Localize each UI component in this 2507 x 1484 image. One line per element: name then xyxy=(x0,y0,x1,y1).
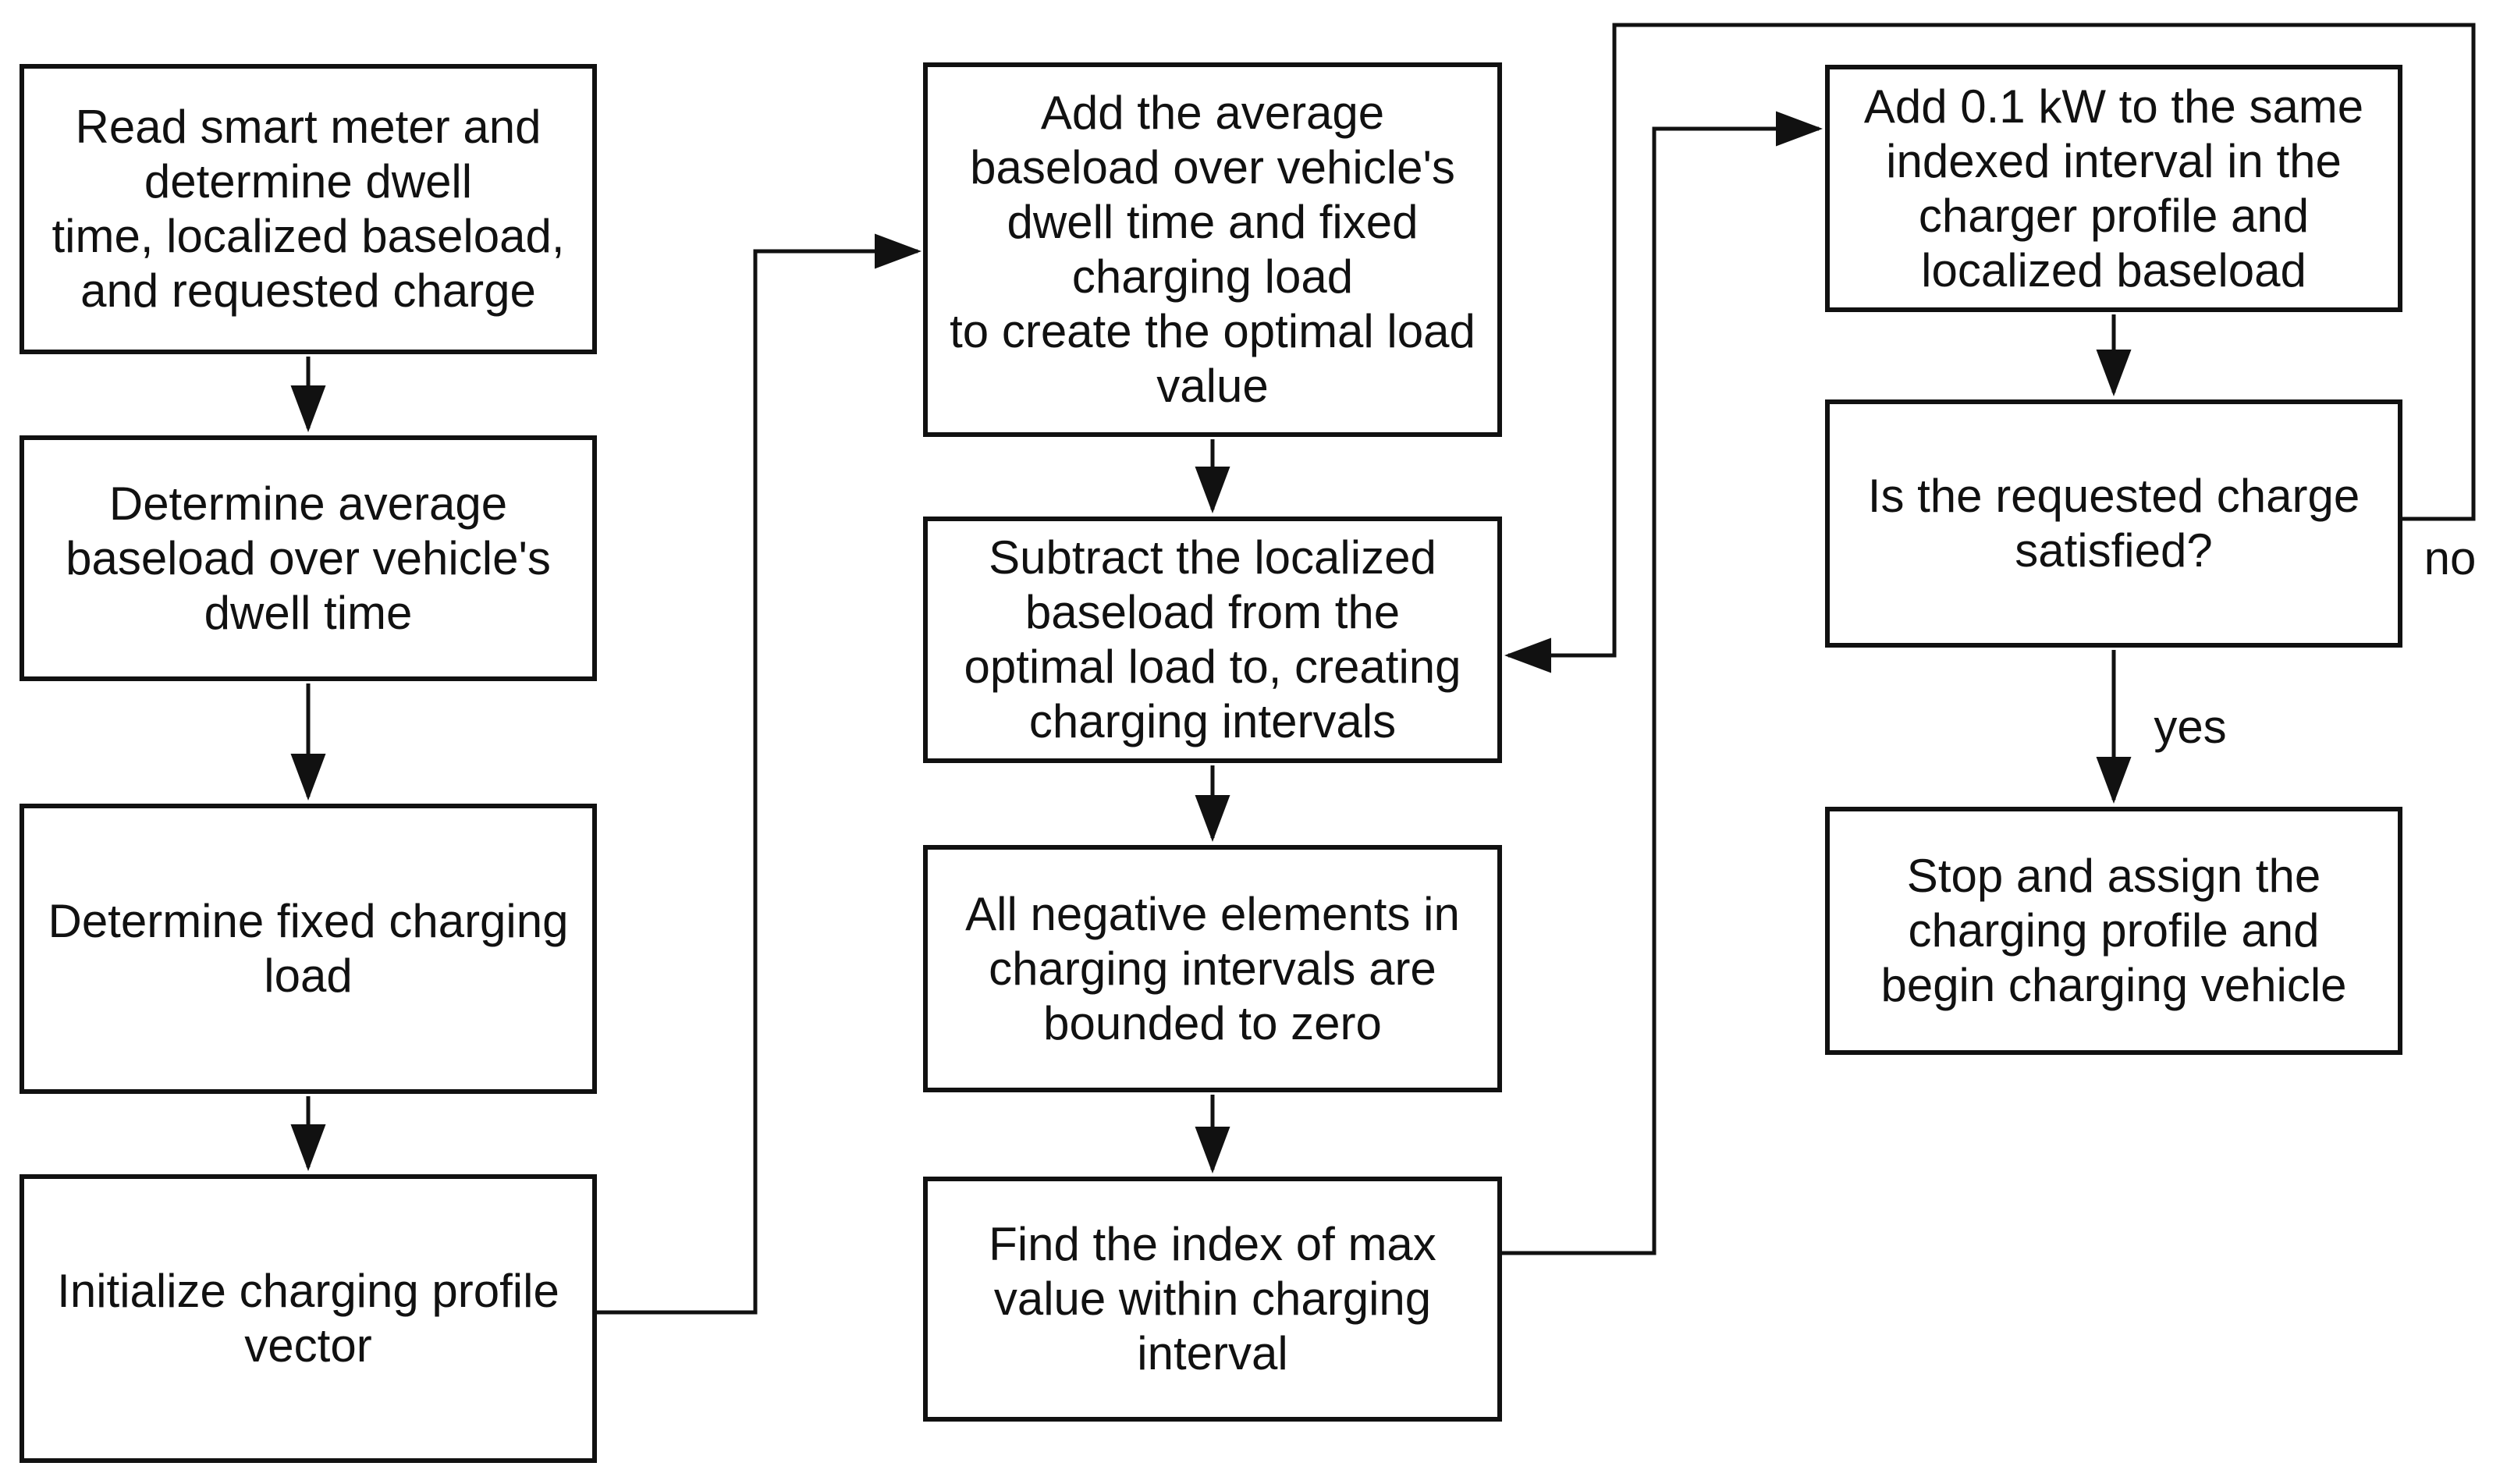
flow-box-add-average-baseload-text: Add the average baseload over vehicle's … xyxy=(950,87,1475,412)
flow-box-fixed-charging-load-text: Determine fixed charging load xyxy=(48,895,569,1002)
flow-box-bound-negative-elements-text: All negative elements in charging interv… xyxy=(965,887,1460,1049)
arrow-satisfied-no-loop xyxy=(1504,23,2476,673)
flow-box-init-charging-profile-text: Initialize charging profile vector xyxy=(57,1265,559,1372)
flow-box-stop-and-assign: Stop and assign the charging profile and… xyxy=(1825,807,2402,1055)
flow-box-bound-negative-elements: All negative elements in charging interv… xyxy=(923,845,1502,1092)
flow-box-read-smart-meter: Read smart meter and determine dwell tim… xyxy=(20,64,597,354)
flow-box-requested-charge-satisfied-text: Is the requested charge satisfied? xyxy=(1867,470,2360,577)
flow-box-subtract-localized-baseload-text: Subtract the localized baseload from the… xyxy=(964,531,1461,747)
arrow-init-to-add-average xyxy=(597,233,921,1315)
flow-box-stop-and-assign-text: Stop and assign the charging profile and… xyxy=(1880,850,2347,1011)
flow-box-requested-charge-satisfied: Is the requested charge satisfied? xyxy=(1825,399,2402,648)
flow-box-read-smart-meter-text: Read smart meter and determine dwell tim… xyxy=(51,101,565,317)
flow-box-average-baseload: Determine average baseload over vehicle'… xyxy=(20,435,597,681)
flow-box-find-max-index: Find the index of max value within charg… xyxy=(923,1177,1502,1422)
flow-box-average-baseload-text: Determine average baseload over vehicle'… xyxy=(66,477,551,639)
flow-box-fixed-charging-load: Determine fixed charging load xyxy=(20,804,597,1094)
flow-box-add-0-1-kw: Add 0.1 kW to the same indexed interval … xyxy=(1825,65,2402,312)
edge-label-no: no xyxy=(2424,532,2477,584)
flow-box-find-max-index-text: Find the index of max value within charg… xyxy=(989,1218,1436,1379)
flow-box-add-average-baseload: Add the average baseload over vehicle's … xyxy=(923,62,1502,437)
flow-box-add-0-1-kw-text: Add 0.1 kW to the same indexed interval … xyxy=(1863,80,2364,296)
edge-label-yes: yes xyxy=(2154,701,2227,753)
flow-box-init-charging-profile: Initialize charging profile vector xyxy=(20,1174,597,1463)
flow-box-subtract-localized-baseload: Subtract the localized baseload from the… xyxy=(923,517,1502,763)
arrow-findmax-to-add01 xyxy=(1502,111,1823,1255)
